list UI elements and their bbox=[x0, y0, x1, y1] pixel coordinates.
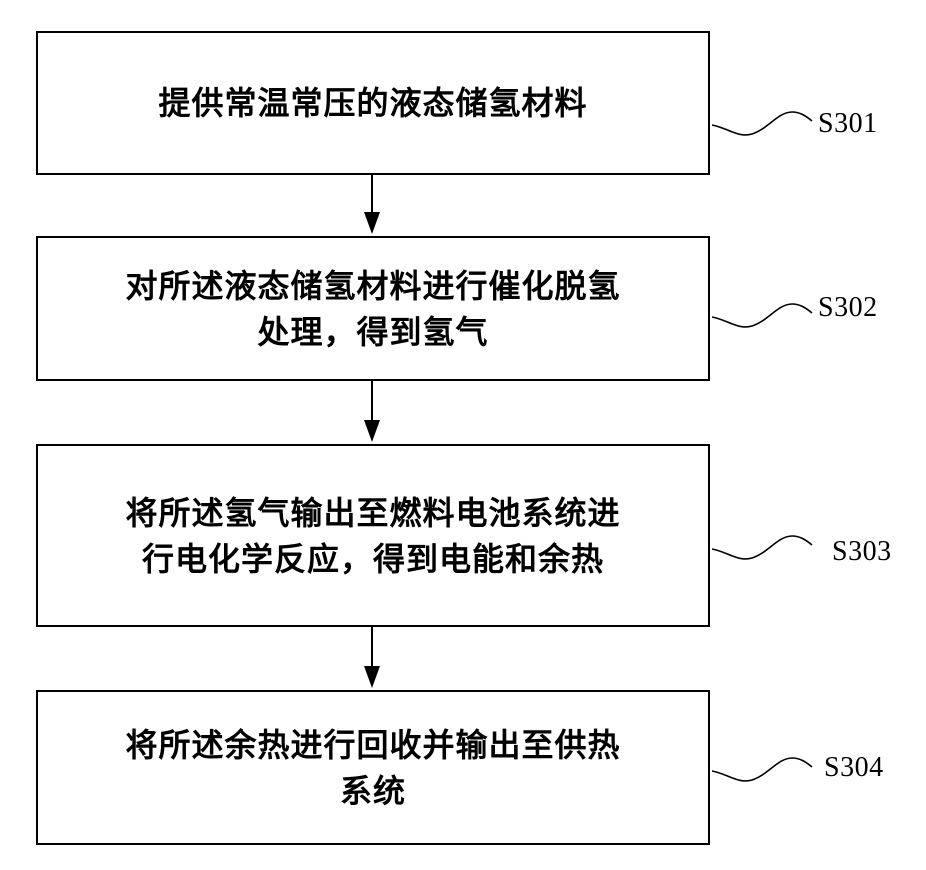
step-box-s302: 对所述液态储氢材料进行催化脱氢 处理，得到氢气 bbox=[36, 236, 710, 381]
step-text-s303: 将所述氢气输出至燃料电池系统进 行电化学反应，得到电能和余热 bbox=[125, 490, 620, 582]
step-text-s304: 将所述余热进行回收并输出至供热 系统 bbox=[125, 722, 620, 814]
step-label-s301: S301 bbox=[818, 108, 878, 140]
leader-line-s304 bbox=[712, 758, 812, 781]
step-label-s303: S303 bbox=[832, 536, 892, 568]
arrow-s302-to-s303 bbox=[364, 381, 380, 442]
step-label-s302: S302 bbox=[818, 292, 878, 324]
step-text-s301: 提供常温常压的液态储氢材料 bbox=[158, 80, 587, 126]
step-box-s303: 将所述氢气输出至燃料电池系统进 行电化学反应，得到电能和余热 bbox=[36, 444, 710, 627]
arrow-s301-to-s302 bbox=[364, 175, 380, 234]
leader-line-s303 bbox=[712, 536, 812, 559]
step-box-s304: 将所述余热进行回收并输出至供热 系统 bbox=[36, 690, 710, 845]
step-box-s301: 提供常温常压的液态储氢材料 bbox=[36, 31, 710, 175]
step-text-s302: 对所述液态储氢材料进行催化脱氢 处理，得到氢气 bbox=[125, 263, 620, 355]
leader-line-s301 bbox=[712, 112, 812, 135]
step-label-s304: S304 bbox=[824, 752, 884, 784]
leader-line-s302 bbox=[712, 304, 812, 327]
arrow-s303-to-s304 bbox=[364, 627, 380, 688]
